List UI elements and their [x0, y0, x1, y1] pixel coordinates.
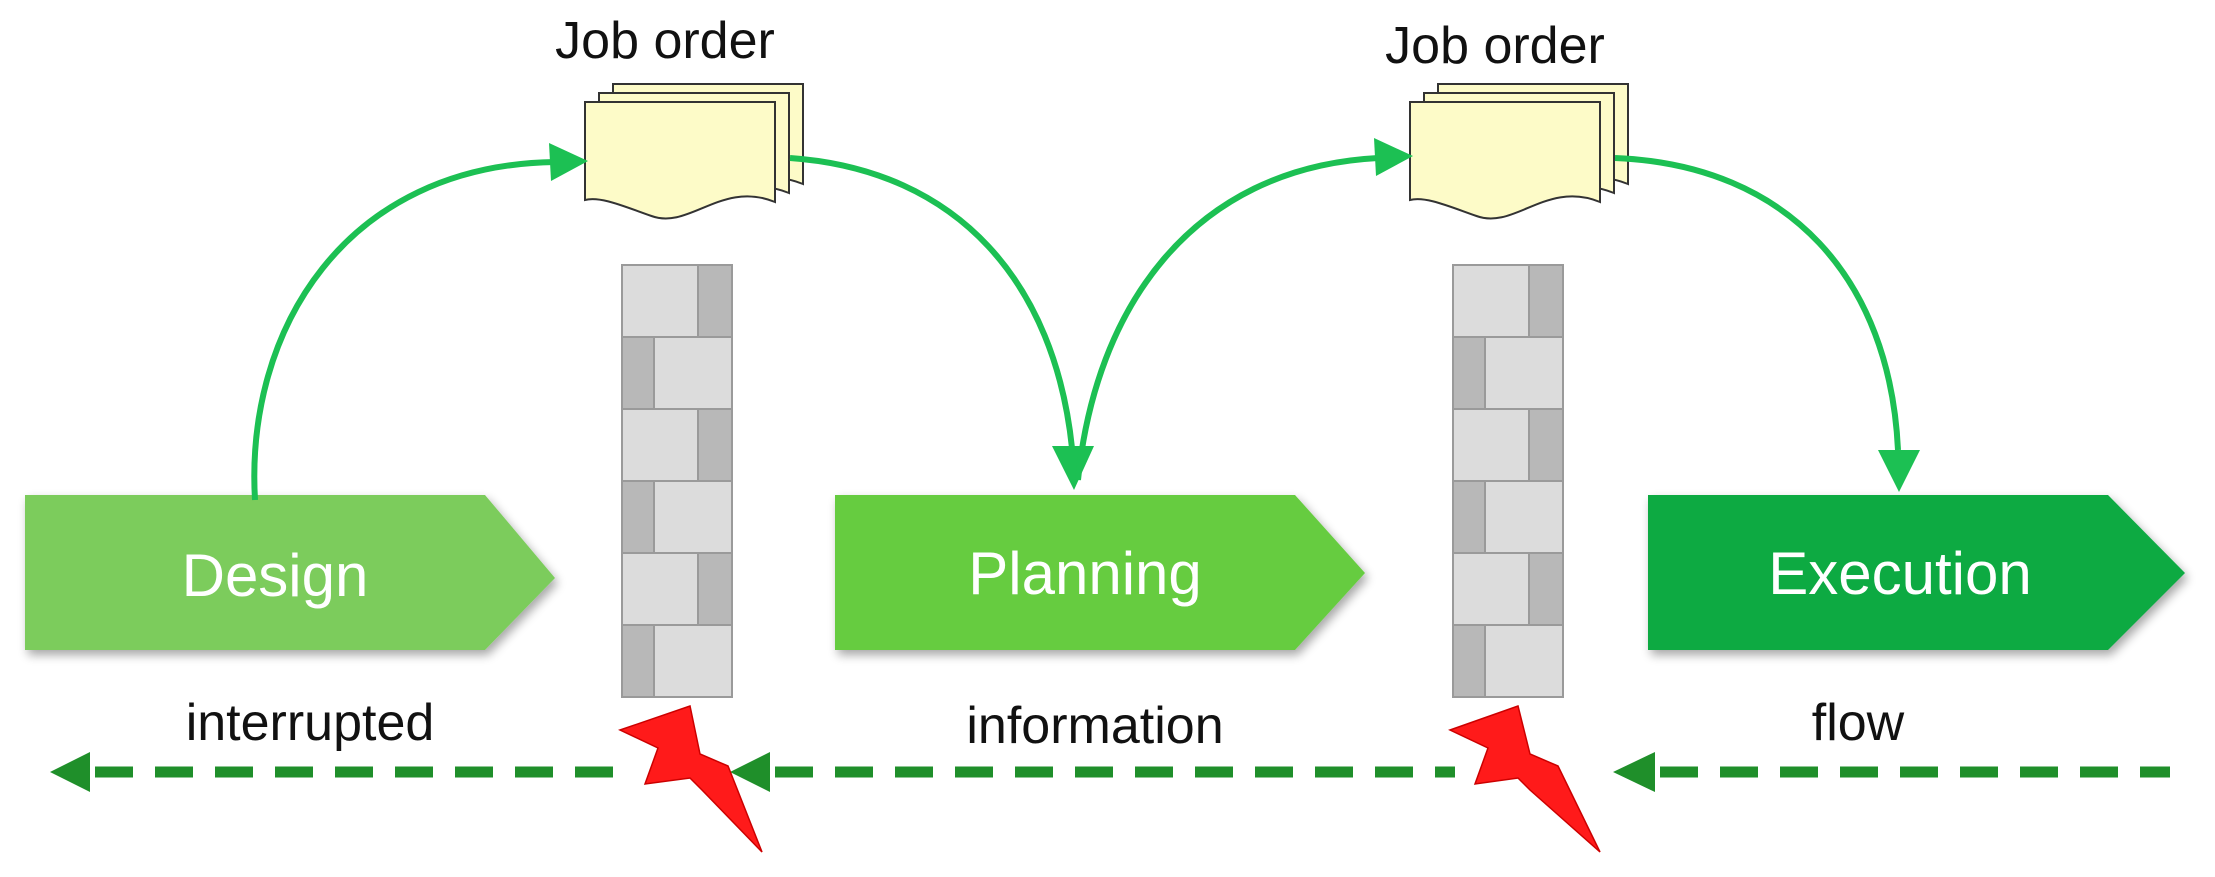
brick — [1528, 264, 1564, 338]
brick — [621, 480, 655, 554]
stage-execution — [1648, 495, 2185, 650]
job-order-label-1: Job order — [555, 12, 775, 70]
job-order-document-1 — [584, 83, 804, 220]
brick — [621, 624, 655, 698]
stage-design-label: Design — [182, 542, 369, 609]
arrow-head-job-order-2-to-execution — [1878, 450, 1920, 492]
arrow-job-order-2-to-execution — [1614, 155, 1901, 451]
document-sheet — [1409, 101, 1601, 220]
lightning-bolt-icon-2 — [1448, 705, 1601, 853]
brick — [653, 336, 733, 410]
arrow-head-planning-to-job-order-2 — [1374, 138, 1413, 176]
stage-design — [25, 495, 555, 650]
document-sheet — [584, 101, 776, 220]
brick — [1484, 624, 1564, 698]
brick — [1484, 480, 1564, 554]
job-order-label-2: Job order — [1385, 17, 1605, 75]
flow-arrows — [251, 138, 1920, 501]
flow-word-information: information — [966, 697, 1223, 755]
stage-planning-shape — [835, 495, 1365, 650]
brick — [1528, 552, 1564, 626]
stage-planning — [835, 495, 1365, 650]
brick — [653, 480, 733, 554]
dashed-arrow-head-1 — [50, 752, 90, 792]
brick — [621, 408, 699, 482]
flow-word-flow: flow — [1812, 694, 1905, 752]
brick — [697, 408, 733, 482]
job-order-document-2 — [1409, 83, 1629, 220]
stage-execution-label: Execution — [1768, 540, 2032, 607]
dashed-arrow-head-2 — [730, 752, 770, 792]
stage-planning-label: Planning — [968, 540, 1202, 607]
arrow-head-design-to-job-order-1 — [549, 143, 588, 181]
brick — [1452, 624, 1486, 698]
brick — [1452, 408, 1530, 482]
brick — [621, 264, 699, 338]
arrow-design-to-job-order-1 — [251, 159, 556, 501]
brick — [1484, 336, 1564, 410]
stage-execution-shape — [1648, 495, 2185, 650]
brick — [1452, 264, 1530, 338]
brick — [653, 624, 733, 698]
brick — [621, 336, 655, 410]
brick — [1452, 552, 1530, 626]
lightning-bolt-icon-1 — [618, 705, 763, 853]
stage-design-shape — [25, 495, 555, 650]
brick — [1452, 336, 1486, 410]
brick — [621, 552, 699, 626]
arrow-head-job-order-1-to-planning — [1052, 446, 1094, 490]
brick — [1528, 408, 1564, 482]
arrow-planning-to-job-order-2 — [1075, 155, 1379, 481]
brick — [697, 552, 733, 626]
dashed-flow — [50, 752, 2170, 792]
dashed-arrow-head-3 — [1613, 752, 1655, 792]
flow-word-interrupted: interrupted — [186, 694, 435, 752]
brick — [697, 264, 733, 338]
brick-wall-right — [1452, 264, 1564, 698]
brick — [1452, 480, 1486, 554]
brick-wall-left — [621, 264, 733, 698]
arrow-job-order-1-to-planning — [789, 155, 1075, 449]
